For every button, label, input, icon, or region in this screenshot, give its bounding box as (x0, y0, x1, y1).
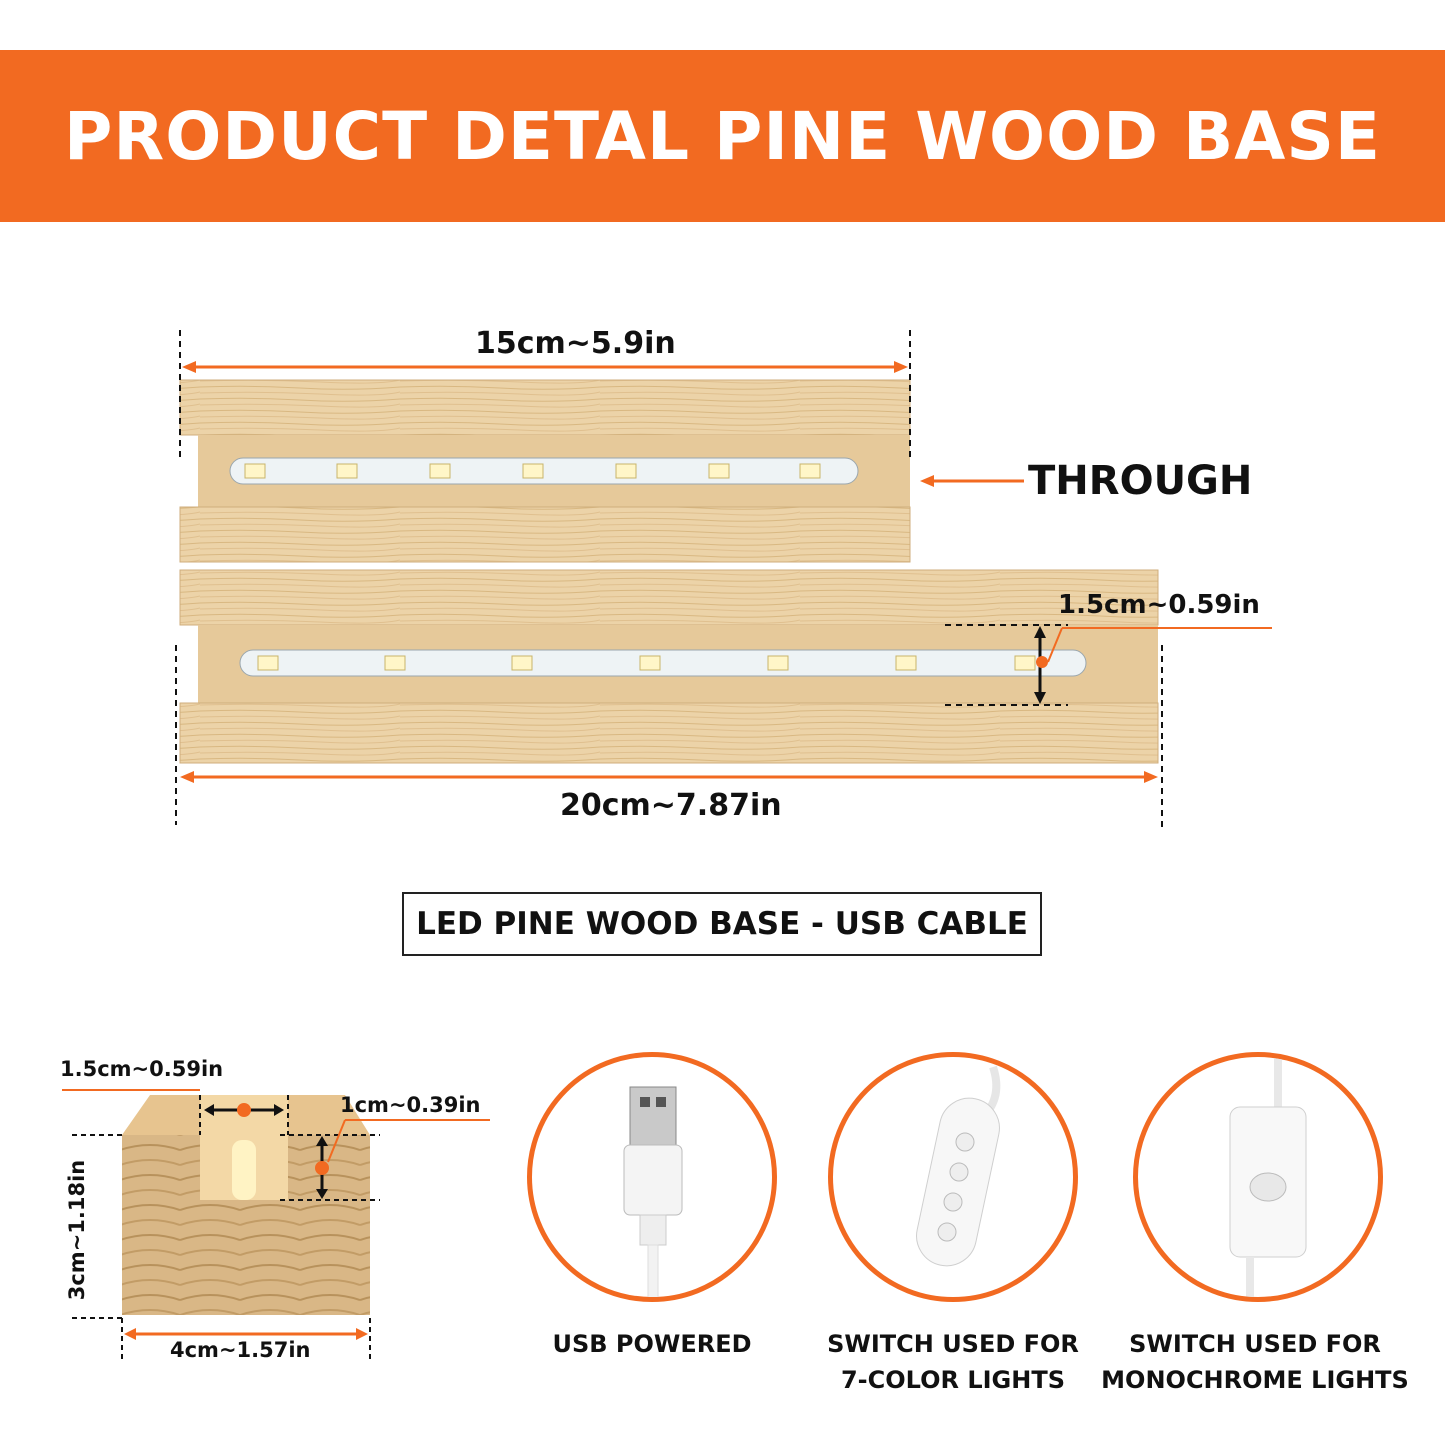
mono-feature-circle (1133, 1052, 1383, 1302)
bottom-led-strip (257, 655, 1036, 671)
cross-section-block (62, 1089, 490, 1362)
slot-depth-label: 1cm~0.39in (340, 1093, 481, 1117)
usb-plug-icon (623, 1086, 683, 1297)
caption-box: LED PINE WOOD BASE - USB CABLE (402, 892, 1042, 956)
title-banner: PRODUCT DETAL PINE WOOD BASE (0, 50, 1445, 222)
through-label: THROUGH (1028, 458, 1253, 504)
top-length-dimension (179, 330, 911, 460)
bottom-length-label: 20cm~7.87in (560, 788, 782, 823)
feature-label-seven-color: SWITCH USED FOR 7-COLOR LIGHTS (827, 1330, 1079, 1394)
top-wood-base (179, 379, 911, 563)
through-arrow (920, 475, 1024, 487)
page-title: PRODUCT DETAL PINE WOOD BASE (64, 97, 1381, 175)
caption-text: LED PINE WOOD BASE - USB CABLE (416, 906, 1028, 942)
top-length-label: 15cm~5.9in (475, 326, 676, 361)
block-width-label: 4cm~1.57in (170, 1338, 311, 1362)
bottom-wood-base (179, 569, 1159, 764)
slot-height-label: 1.5cm~0.59in (1058, 590, 1260, 620)
slot-height-dimension (945, 624, 1272, 706)
top-led-strip (244, 463, 821, 479)
feature-label-mono: SWITCH USED FOR MONOCHROME LIGHTS (1101, 1330, 1409, 1394)
feature-label-usb: USB POWERED (552, 1330, 752, 1358)
usb-feature-circle (527, 1052, 777, 1302)
seven-color-feature-circle (828, 1052, 1078, 1302)
seven-color-switch-icon (916, 1065, 1001, 1267)
slot-width-label: 1.5cm~0.59in (60, 1057, 224, 1081)
bottom-length-dimension (175, 645, 1163, 830)
mono-switch-icon (1229, 1057, 1307, 1297)
block-height-label: 3cm~1.18in (65, 1159, 89, 1301)
